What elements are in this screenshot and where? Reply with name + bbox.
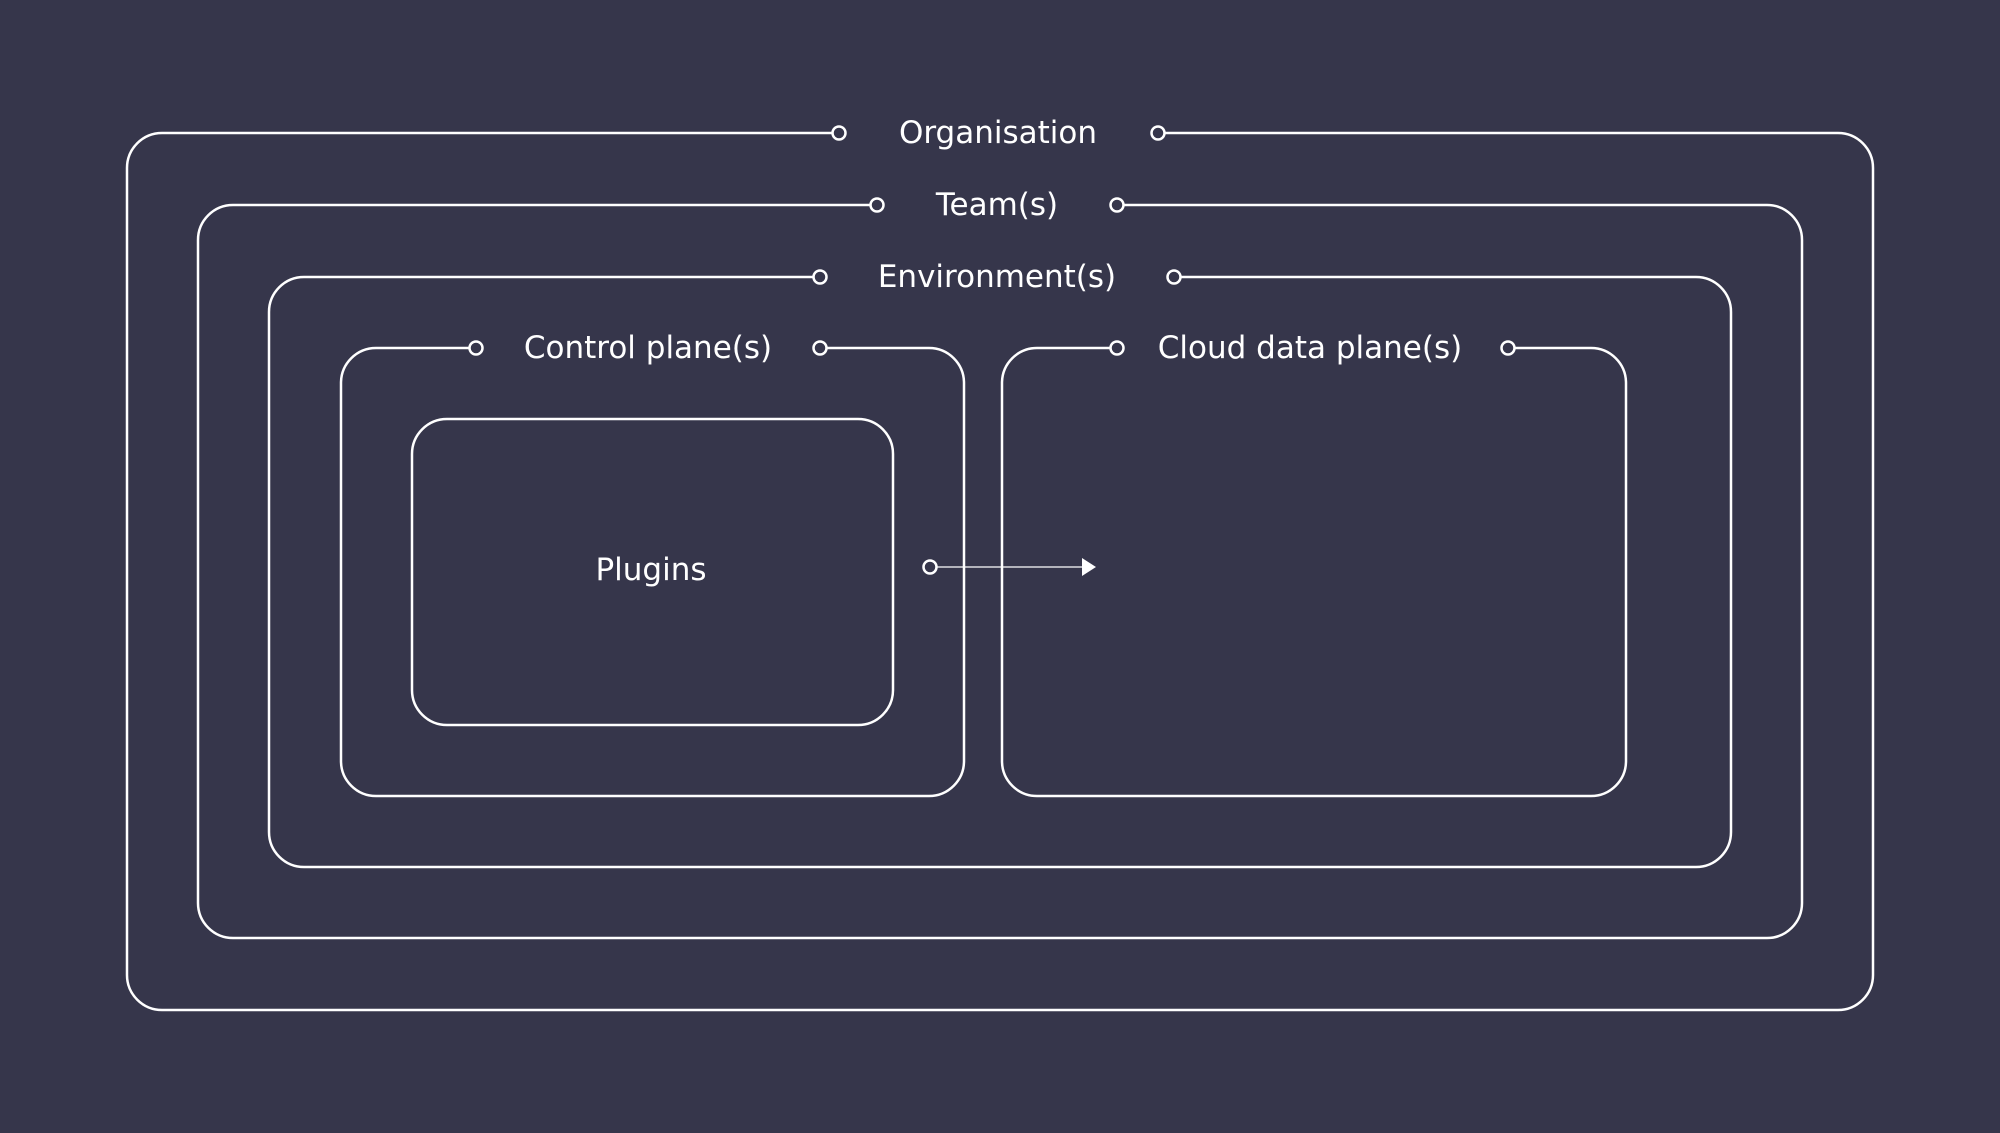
environments-left-connector-dot (812, 269, 828, 285)
cloud-data-planes-frame (1000, 346, 1628, 798)
arrow-start-dot (922, 559, 938, 575)
organisation-container: Organisation (125, 115, 1875, 1012)
environments-right-connector-dot (1166, 269, 1182, 285)
arrow-head-icon (1082, 558, 1096, 576)
teams-container: Team(s) (196, 187, 1804, 940)
cloud-data-planes-right-connector-dot (1500, 340, 1516, 356)
plugins-label: Plugins (595, 552, 706, 588)
organisation-right-connector-dot (1150, 125, 1166, 141)
teams-right-connector-dot (1109, 197, 1125, 213)
teams-frame (196, 203, 1804, 940)
plugins-box (410, 417, 895, 727)
organisation-label: Organisation (899, 115, 1097, 151)
plugins-to-data-plane-arrow (922, 558, 1096, 576)
control-planes-container: Control plane(s) (339, 330, 966, 798)
cloud-data-planes-left-connector-dot (1109, 340, 1125, 356)
environments-container: Environment(s) (267, 259, 1733, 869)
environments-frame (267, 275, 1733, 869)
plugins-container: Plugins (410, 417, 895, 727)
control-planes-right-connector-dot (812, 340, 828, 356)
cloud-data-planes-container: Cloud data plane(s) (1000, 330, 1628, 798)
control-planes-label: Control plane(s) (524, 330, 772, 366)
cloud-data-planes-label: Cloud data plane(s) (1158, 330, 1462, 366)
control-planes-frame (339, 346, 966, 798)
organisation-left-connector-dot (831, 125, 847, 141)
teams-left-connector-dot (869, 197, 885, 213)
environments-label: Environment(s) (878, 259, 1116, 295)
control-planes-left-connector-dot (468, 340, 484, 356)
teams-label: Team(s) (935, 187, 1058, 223)
organisation-frame (125, 131, 1875, 1012)
